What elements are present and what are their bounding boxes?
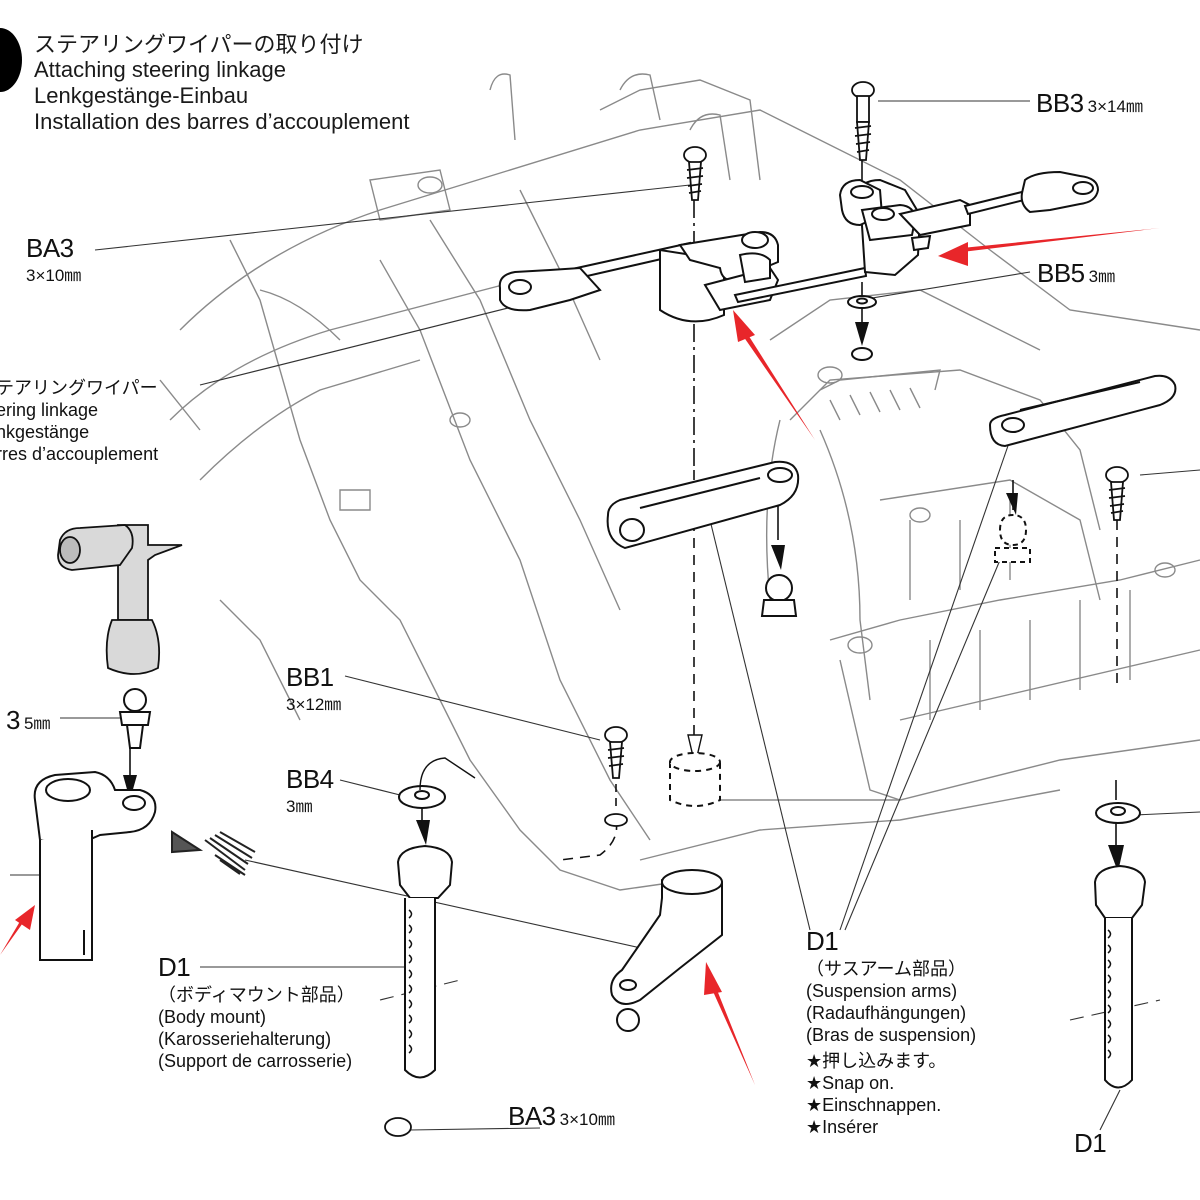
red-pointer-arrow (0, 228, 1160, 1085)
callout-body-mount: D1 （ボディマウント部品） (Body mount) (Karosserieh… (158, 954, 355, 1072)
part-size: 3㎜ (1088, 267, 1116, 286)
part-code: BB1 (286, 662, 334, 692)
part-code-cut: D1 (1074, 1128, 1107, 1158)
steering-knuckle-part (610, 752, 723, 1032)
note-en: ★Snap on. (806, 1073, 895, 1093)
part-size: 3×10㎜ (26, 266, 82, 285)
callout-en: (Suspension arms) (806, 981, 958, 1001)
callout-de: (Karosseriehalterung) (158, 1029, 332, 1049)
callout-de: (Radaufhängungen) (806, 1003, 967, 1023)
callout-en: (Body mount) (158, 1007, 267, 1027)
insertion-arrows (123, 322, 1124, 872)
title-japanese: ステアリングワイパーの取り付け (34, 32, 364, 57)
part-label-bb4: BB4 3㎜ (286, 766, 334, 815)
part-size: 3×10㎜ (559, 1110, 615, 1129)
callout-ja: （ボディマウント部品） (158, 985, 355, 1005)
callout-ja: （サスアーム部品） (806, 959, 967, 979)
suspension-arms (606, 374, 1177, 617)
callout-fr: (Support de carrosserie) (158, 1051, 353, 1071)
part-size: 5㎜ (23, 714, 51, 733)
part-size: 3×12㎜ (286, 695, 342, 714)
screws (384, 81, 1129, 1137)
note-fr: ★Insérer (806, 1117, 879, 1137)
part-code: BA3 (508, 1101, 556, 1131)
part-code: D1 (806, 926, 839, 956)
callout-suspension-arms: D1 （サスアーム部品） (Suspension arms) (Radaufhä… (806, 926, 977, 1137)
part-size: 3×14㎜ (1087, 97, 1143, 116)
step-number-badge (0, 28, 22, 92)
part-code: BB3 (1036, 88, 1084, 118)
direction-marker (171, 830, 256, 876)
steering-post-part (33, 688, 157, 961)
part-code: D1 (158, 952, 191, 982)
callout-fr: (Bras de suspension) (806, 1025, 977, 1045)
body-mount-parts (396, 757, 1147, 1089)
part-size: 3㎜ (286, 797, 313, 816)
box-wrench-icon (57, 524, 183, 675)
part-code: BA3 (26, 233, 74, 263)
steering-linkage-part (498, 170, 1100, 361)
title-german: Lenkgestänge-Einbau (34, 83, 249, 108)
part-label-ba3: BA3 3×10㎜ (26, 235, 81, 284)
title-english: Attaching steering linkage (34, 57, 286, 82)
leader-lines (10, 100, 1200, 1131)
title-french: Installation des barres d’accouplement (34, 109, 410, 134)
callout-ja: テアリングワイパー (0, 378, 158, 398)
part-code: BB4 (286, 764, 334, 794)
note-ja: ★押し込みます。 (806, 1051, 947, 1071)
part-code: BB5 (1037, 258, 1085, 288)
part-code: 3 (6, 705, 20, 735)
callout-en: ering linkage (0, 400, 99, 420)
callout-fr: rres d’accouplement (0, 444, 159, 464)
callout-de: nkgestänge (0, 422, 90, 442)
part-label-bb1: BB1 3×12㎜ (286, 664, 341, 713)
callout-steering-linkage: テアリングワイパー ering linkage nkgestänge rres … (0, 377, 158, 465)
note-de: ★Einschnappen. (806, 1095, 942, 1115)
